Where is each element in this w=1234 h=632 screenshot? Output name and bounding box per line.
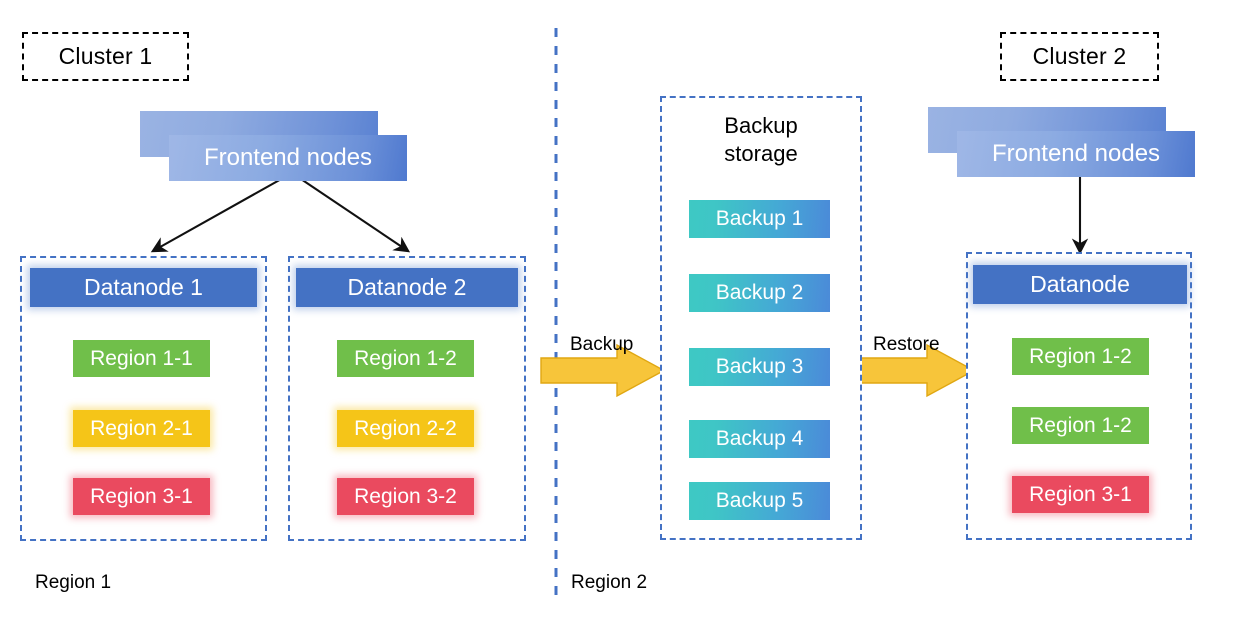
datanode-1-region-1[interactable]: Region 1-1 — [73, 340, 210, 377]
datanode-2-region-2[interactable]: Region 2-2 — [337, 410, 474, 447]
cluster2-frontend-nodes[interactable]: Frontend nodes — [928, 107, 1198, 177]
backup-item-3[interactable]: Backup 3 — [689, 348, 830, 386]
region-label: Region 1-2 — [1029, 344, 1132, 368]
backup-item-label: Backup 3 — [715, 355, 804, 378]
backup-item-label: Backup 5 — [715, 489, 804, 512]
arrow-frontend-to-datanode1 — [150, 172, 293, 253]
backup-item-label: Backup 4 — [715, 427, 804, 450]
datanode-2-title: Datanode 2 — [347, 274, 467, 300]
frontend-card-front: Frontend nodes — [169, 135, 407, 181]
datanode-2-region-3[interactable]: Region 3-2 — [337, 478, 474, 515]
datanode-1-title: Datanode 1 — [84, 274, 203, 300]
backup-storage-title-line2: storage — [724, 141, 798, 166]
cluster2-region-1[interactable]: Region 1-2 — [1012, 338, 1149, 375]
cluster2-region-2[interactable]: Region 1-2 — [1012, 407, 1149, 444]
cluster1-frontend-nodes[interactable]: Frontend nodes — [140, 111, 410, 181]
cluster1-tag: Cluster 1 — [22, 32, 189, 81]
region-label: Region 1-1 — [90, 346, 193, 370]
region-2-text: Region 2 — [571, 572, 648, 593]
cluster1-frontend-label: Frontend nodes — [203, 144, 373, 171]
cluster2-region-3[interactable]: Region 3-1 — [1012, 476, 1149, 513]
backup-storage-container[interactable] — [660, 96, 862, 540]
restore-flow-text: Restore — [873, 334, 940, 355]
cluster2-frontend-label: Frontend nodes — [991, 140, 1161, 167]
datanode-1-region-3[interactable]: Region 3-1 — [73, 478, 210, 515]
backup-item-label: Backup 2 — [715, 281, 804, 304]
backup-item-1[interactable]: Backup 1 — [689, 200, 830, 238]
datanode-1-header[interactable]: Datanode 1 — [30, 268, 257, 307]
restore-flow-label: Restore — [873, 334, 940, 356]
backup-item-label: Backup 1 — [715, 207, 804, 230]
backup-flow-text: Backup — [570, 334, 634, 355]
backup-item-4[interactable]: Backup 4 — [689, 420, 830, 458]
region-label: Region 3-1 — [90, 484, 193, 508]
backup-storage-title-line1: Backup — [724, 113, 798, 138]
arrow-frontend-to-datanode2 — [291, 172, 411, 253]
region-label: Region 3-1 — [1029, 482, 1132, 506]
region-1-label: Region 1 — [35, 572, 111, 594]
backup-item-2[interactable]: Backup 2 — [689, 274, 830, 312]
datanode-2-region-1[interactable]: Region 1-2 — [337, 340, 474, 377]
region-label: Region 3-2 — [354, 484, 457, 508]
cluster2-datanode-header[interactable]: Datanode — [973, 265, 1187, 304]
backup-flow-label: Backup — [570, 334, 633, 356]
datanode-2-header[interactable]: Datanode 2 — [296, 268, 518, 307]
region-label: Region 1-2 — [354, 346, 457, 370]
frontend-card-front: Frontend nodes — [957, 131, 1195, 177]
backup-item-5[interactable]: Backup 5 — [689, 482, 830, 520]
datanode-1-region-2[interactable]: Region 2-1 — [73, 410, 210, 447]
region-2-label: Region 2 — [571, 572, 647, 594]
region-label: Region 2-1 — [90, 416, 193, 440]
region-label: Region 2-2 — [354, 416, 457, 440]
region-1-text: Region 1 — [35, 572, 112, 593]
backup-storage-title: Backup storage — [660, 112, 862, 168]
cluster2-tag-label: Cluster 2 — [1032, 43, 1127, 69]
region-label: Region 1-2 — [1029, 413, 1132, 437]
cluster1-tag-label: Cluster 1 — [58, 43, 153, 69]
cluster2-datanode-title: Datanode — [1030, 271, 1130, 297]
cluster2-tag: Cluster 2 — [1000, 32, 1159, 81]
